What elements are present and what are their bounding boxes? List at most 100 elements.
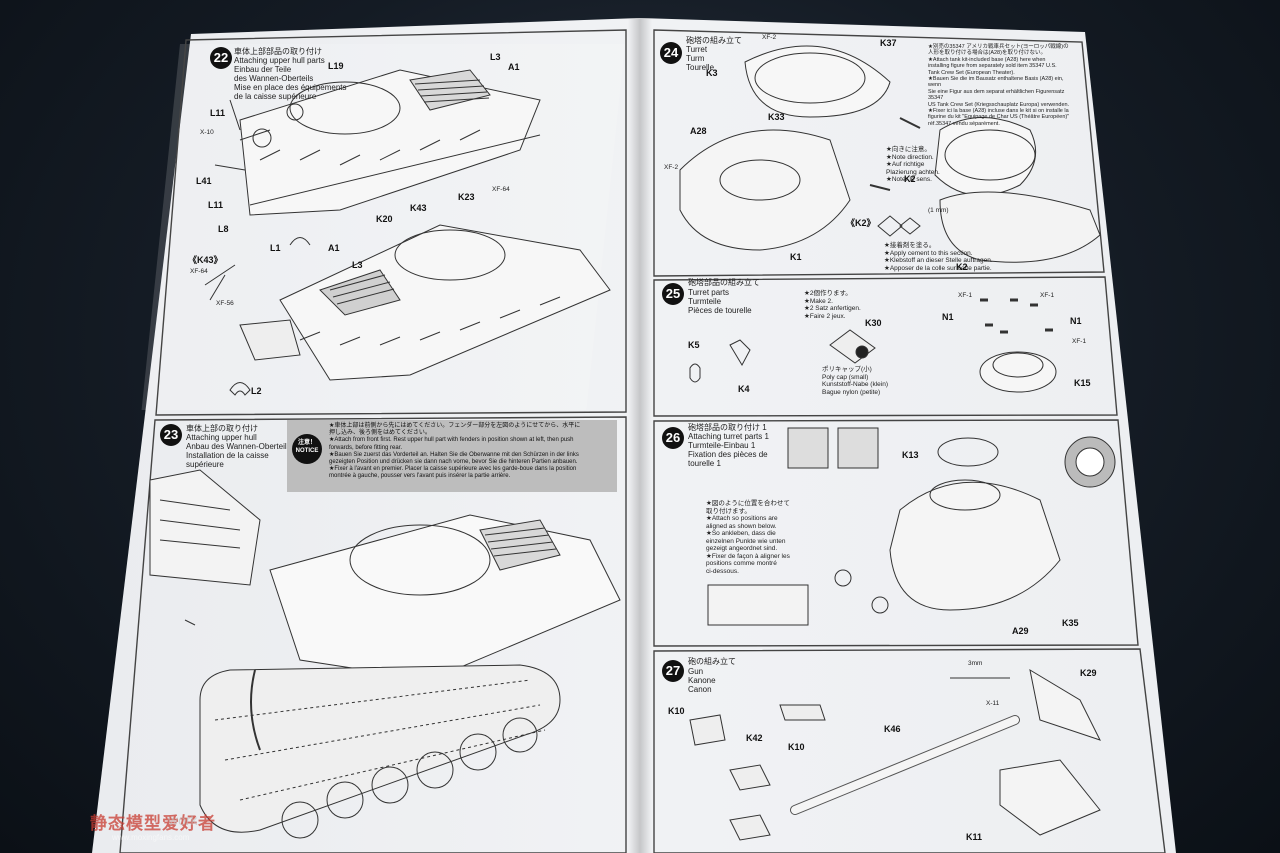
step-24-title-jp: 砲塔の組み立て <box>686 36 742 45</box>
step-27-title-de: Kanone <box>688 676 716 685</box>
part-label: K4 <box>738 384 750 394</box>
step-25-title-en: Turret parts <box>688 288 730 297</box>
paint-code: XF-64 <box>190 268 208 275</box>
paint-code: XF-1 <box>958 292 973 299</box>
watermark-cn: 静态模型爱好者 <box>90 814 216 833</box>
part-label: N1 <box>942 312 954 322</box>
paint-code: XF-1 <box>1040 292 1055 299</box>
step-23-title-de: Anbau des Wannen-Oberteils <box>186 442 291 451</box>
part-label: L11 <box>208 200 224 210</box>
part-label: K3 <box>706 68 718 78</box>
step-23-title-en: Attaching upper hull <box>186 433 257 442</box>
gun-drawing-step27 <box>689 668 1101 841</box>
step-22-title-fr: Mise en place des équipements de la cais… <box>234 83 347 101</box>
step-26-title-fr: Fixation des pièces de tourelle 1 <box>688 450 768 468</box>
part-label: L3 <box>490 52 501 62</box>
part-label: K29 <box>1080 668 1097 678</box>
step-26-title-de: Turmteile-Einbau 1 <box>688 441 756 450</box>
step-24-measure: (1 mm) <box>928 207 949 214</box>
step-25-title-de: Turmteile <box>688 297 722 306</box>
part-label: K13 <box>902 450 919 460</box>
step-24-border <box>653 29 1105 277</box>
part-label: 《K43》 <box>188 255 223 265</box>
step-25-number: 25 <box>662 283 684 305</box>
turret-drawing-step24 <box>679 45 1101 263</box>
part-label: K11 <box>966 832 983 842</box>
notice-badge: 注意！ NOTICE <box>292 434 322 464</box>
part-label: K10 <box>668 706 685 716</box>
turret-body-drawing-step26 <box>707 427 1116 626</box>
part-label: K35 <box>1062 618 1079 628</box>
part-label: K5 <box>688 340 700 350</box>
step-26-number: 26 <box>662 427 684 449</box>
step-22-border <box>155 29 627 416</box>
step-22-title-en: Attaching upper hull parts <box>234 56 325 65</box>
step-22-number: 22 <box>210 47 232 69</box>
step-25-title-fr: Pièces de tourelle <box>688 306 752 315</box>
paint-code: XF-56 <box>216 300 234 307</box>
step-27-title-fr: Canon <box>688 685 712 694</box>
part-label: L2 <box>251 386 262 396</box>
part-label: A29 <box>1012 626 1029 636</box>
step-23-title-jp: 車体上部の取り付け <box>186 424 258 433</box>
step-26-title-en: Attaching turret parts 1 <box>688 432 769 441</box>
part-label: L11 <box>210 108 226 118</box>
paint-code: XF-2 <box>664 164 679 171</box>
part-label: A1 <box>328 243 340 253</box>
step-24-title-en: Turret <box>686 45 708 54</box>
paint-code: XF-2 <box>762 34 777 41</box>
step-24-title-fr: Tourelle <box>686 63 715 72</box>
part-label: L19 <box>328 61 344 71</box>
part-label: K15 <box>1074 378 1091 388</box>
part-label: L8 <box>218 224 229 234</box>
part-label: K46 <box>884 724 901 734</box>
step-25-title-jp: 砲塔部品の組み立て <box>688 278 760 287</box>
part-label: K20 <box>376 214 393 224</box>
step-22-title-de: Einbau der Teile des Wannen-Oberteils <box>234 65 314 83</box>
part-label: 《K2》 <box>846 218 876 228</box>
tank-drawing-step23 <box>149 469 621 839</box>
turret-parts-drawing-step25 <box>689 298 1057 393</box>
watermark-url: www.moxingfans.com <box>112 833 190 842</box>
step-26-title-jp: 砲塔部品の取り付け 1 <box>688 423 767 432</box>
watermark-en: work <box>168 812 198 828</box>
part-label: K37 <box>880 38 897 48</box>
step-24-number: 24 <box>660 42 682 64</box>
step-27-border <box>653 648 1166 853</box>
part-label: N1 <box>1070 316 1082 326</box>
measure-3mm: 3mm <box>968 660 983 667</box>
notice-text: ★車体上部は前側から先にはめてください。フェンダー部分を左図のようにせてから、水… <box>329 423 581 480</box>
paint-code: XF-1 <box>1072 338 1087 345</box>
part-label: K1 <box>790 252 802 262</box>
part-label: K10 <box>788 742 805 752</box>
step-24-title-de: Turm <box>686 54 705 63</box>
booklet-gutter <box>628 18 652 853</box>
paint-code: X-10 <box>200 129 214 136</box>
hull-drawing-upper <box>214 69 541 216</box>
part-label: L1 <box>270 243 281 253</box>
part-label: K33 <box>768 112 785 122</box>
part-label: L41 <box>196 176 212 186</box>
part-label: K2 <box>904 174 916 184</box>
step-23-border <box>119 416 627 853</box>
part-label: K30 <box>865 318 882 328</box>
step-26-align-note: ★図のように位置を合わせて 取り付けます。 ★Attach so positio… <box>706 500 790 575</box>
step-25-border <box>653 276 1118 417</box>
step-24-direction-note: ★向きに注意。 ★Note direction. ★Auf richtige P… <box>886 146 940 183</box>
step-25-make2-note: ★2個作ります。 ★Make 2. ★2 Satz anfertigen. ★F… <box>804 290 861 320</box>
part-label: K23 <box>458 192 475 202</box>
part-label: K2 <box>956 262 968 272</box>
notice-box: 注意！ NOTICE ★車体上部は前側から先にはめてください。フェンダー部分を左… <box>287 420 617 492</box>
step-26-border <box>653 419 1139 647</box>
step-24-cement-note: ★接着剤を塗る。 ★Apply cement to this section. … <box>884 242 993 272</box>
paint-code: XF-64 <box>492 186 510 193</box>
step-24-crew-note: ★別売の35347 アメリカ戦車兵セット(ヨーロッパ戦線)の 人形を取り付ける場… <box>928 44 1070 127</box>
step-23-number: 23 <box>160 424 182 446</box>
step-27-number: 27 <box>662 660 684 682</box>
hull-drawing-lower <box>204 224 611 396</box>
part-label: K43 <box>410 203 427 213</box>
part-label: K42 <box>746 733 763 743</box>
step-27-title-jp: 砲の組み立て <box>688 657 736 666</box>
